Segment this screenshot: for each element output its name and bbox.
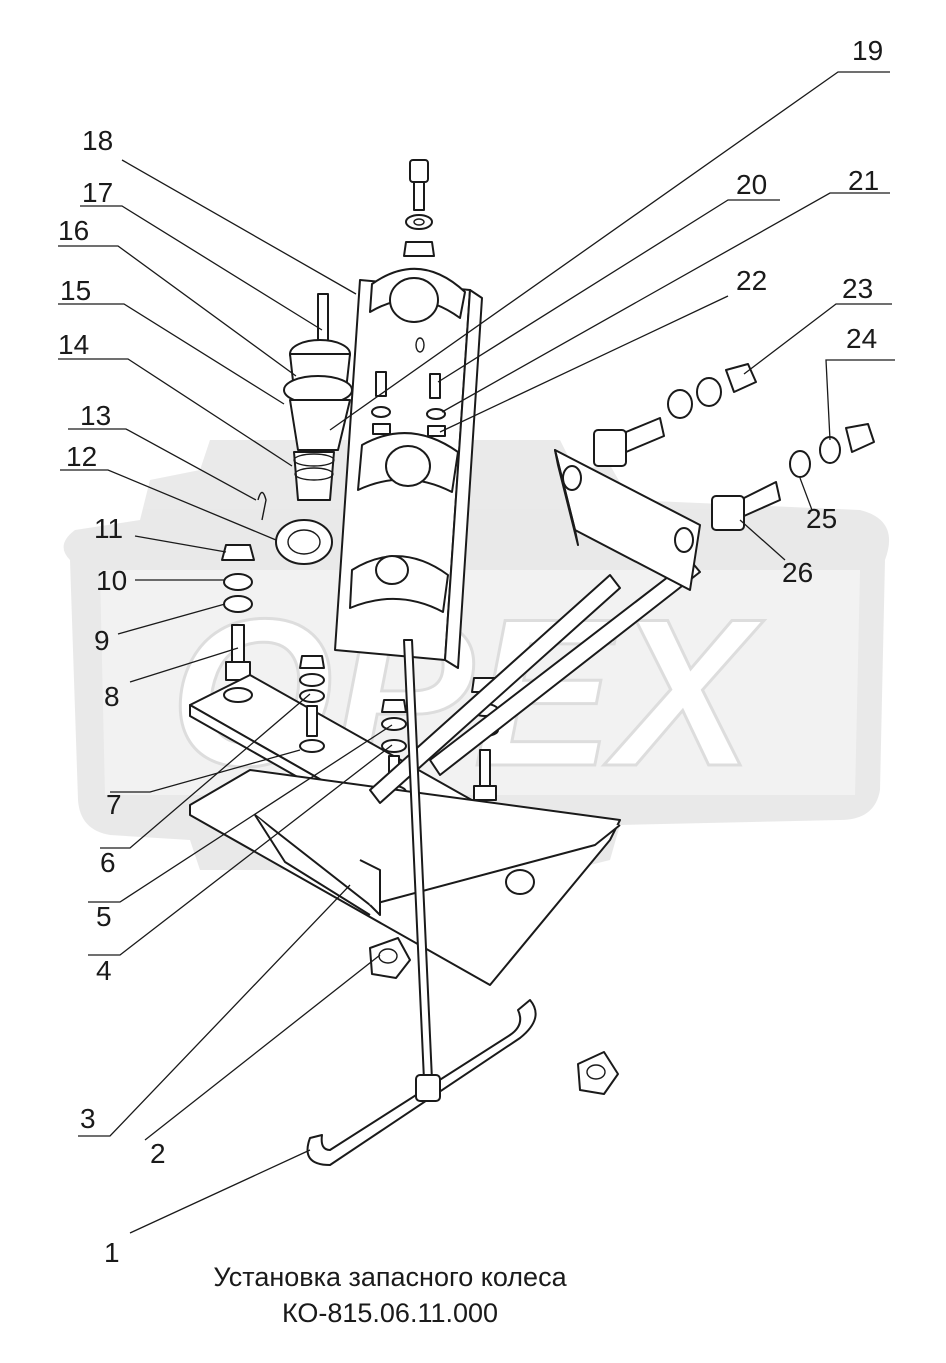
- callout-24: 24: [846, 323, 877, 354]
- callout-labels: 1 2 3 4 5 6 7 8 9 10 11 12 13 14 15 16 1…: [58, 35, 883, 1268]
- callout-10: 10: [96, 565, 127, 596]
- callout-7: 7: [106, 789, 122, 820]
- callout-11: 11: [94, 513, 123, 544]
- drawing-title: Установка запасного колеса: [213, 1262, 567, 1292]
- callout-12: 12: [66, 441, 97, 472]
- callout-18: 18: [82, 125, 113, 156]
- callout-23: 23: [842, 273, 873, 304]
- callout-13: 13: [80, 400, 111, 431]
- callout-6: 6: [100, 847, 116, 878]
- callout-5: 5: [96, 901, 112, 932]
- callout-19: 19: [852, 35, 883, 66]
- left-fastener-stack: [221, 544, 255, 681]
- callout-4: 4: [96, 955, 112, 986]
- callout-14: 14: [58, 329, 89, 360]
- plate-small-bolts: [371, 371, 446, 437]
- callout-1: 1: [104, 1237, 120, 1268]
- top-bolt-group: [403, 159, 435, 257]
- callout-25: 25: [806, 503, 837, 534]
- callout-9: 9: [94, 625, 110, 656]
- callout-21: 21: [848, 165, 879, 196]
- callout-26: 26: [782, 557, 813, 588]
- callout-17: 17: [82, 177, 113, 208]
- callout-20: 20: [736, 169, 767, 200]
- rear-bracket: [554, 449, 701, 591]
- tie-rod: [306, 639, 537, 1166]
- callout-16: 16: [58, 215, 89, 246]
- side-bolts: [593, 363, 875, 531]
- upright-bracket: [334, 267, 483, 669]
- wheel-cradle: [189, 559, 701, 986]
- axle-pin-assembly: [257, 293, 353, 565]
- callout-22: 22: [736, 265, 767, 296]
- callout-8: 8: [104, 681, 120, 712]
- loose-nuts: [369, 937, 619, 1095]
- callout-3: 3: [80, 1103, 96, 1134]
- drawing-number: КО-815.06.11.000: [281, 1298, 499, 1328]
- leader-lines: [58, 71, 895, 1234]
- callout-15: 15: [60, 275, 91, 306]
- callout-2: 2: [150, 1138, 166, 1169]
